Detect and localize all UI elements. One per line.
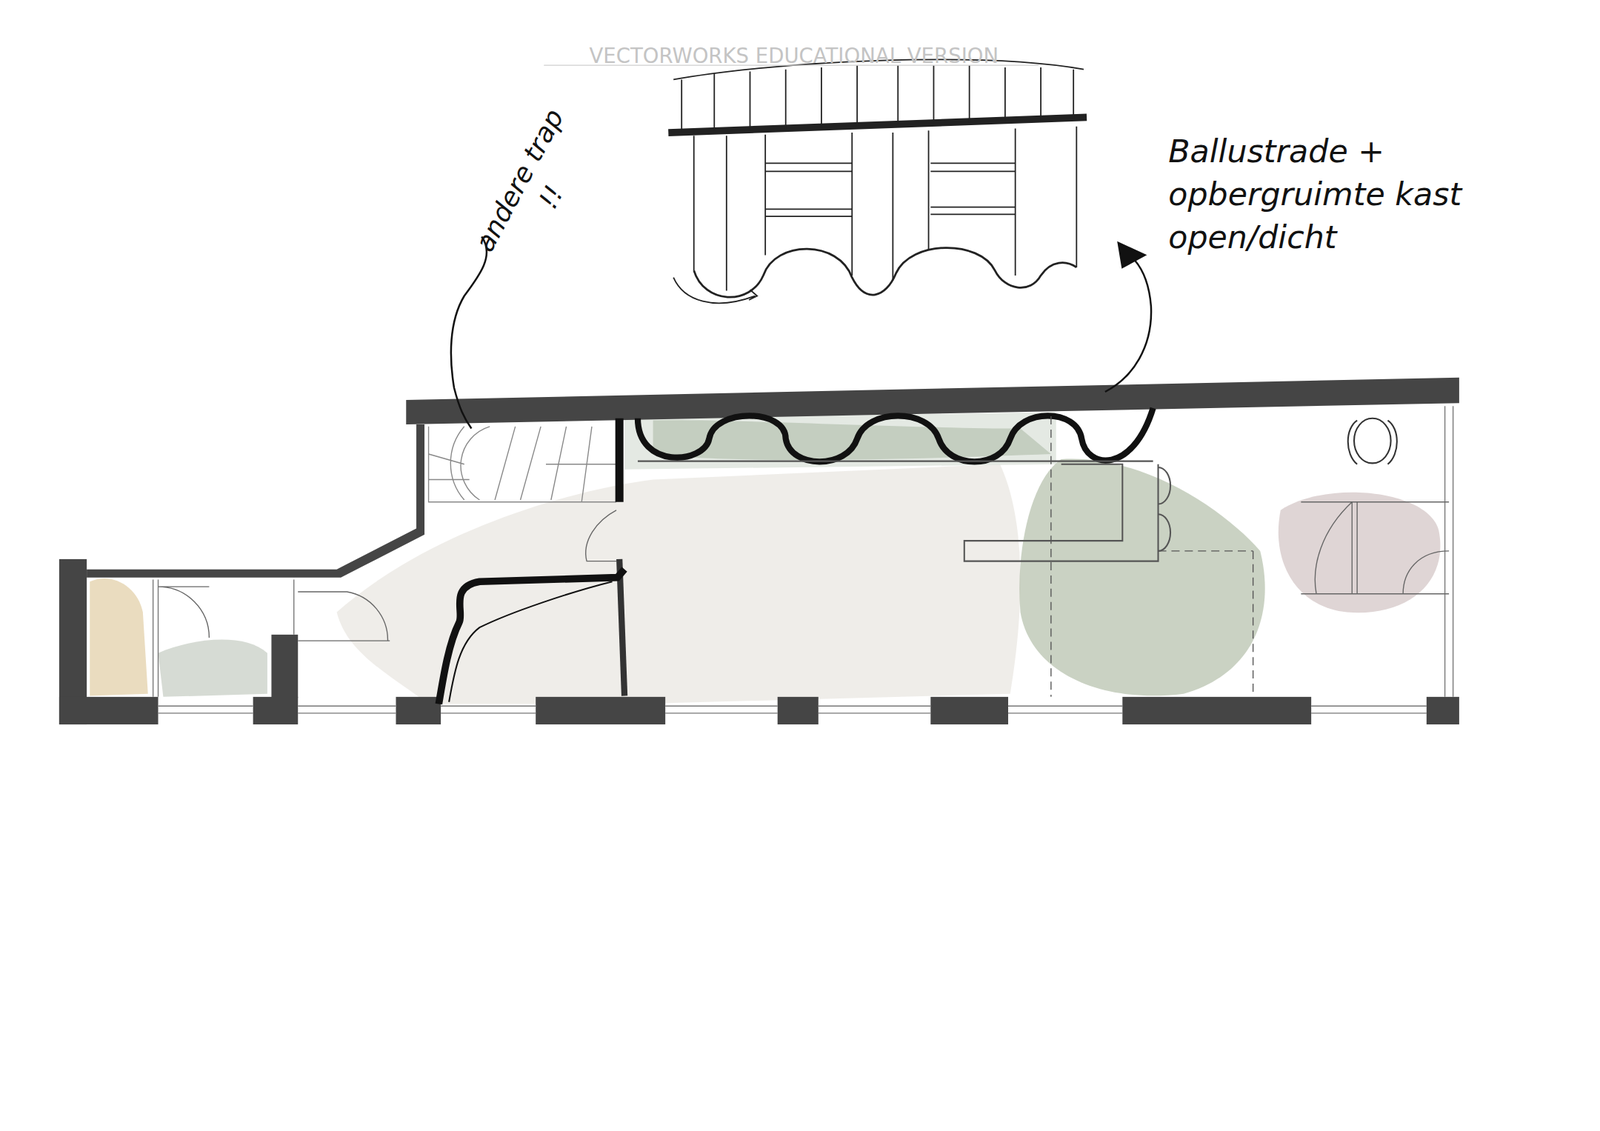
wall-pier <box>777 697 819 725</box>
wall-pier <box>1122 697 1312 725</box>
sketch-shelves <box>765 162 1015 217</box>
handwritten-note: Ballustrade + opbergruimte kast open/dic… <box>1168 130 1506 259</box>
stair <box>428 426 617 503</box>
window-lines <box>158 705 1427 714</box>
chair-symbol <box>1354 418 1392 464</box>
winding-stair <box>428 426 617 503</box>
wall-pier <box>59 697 159 725</box>
door-frames <box>153 579 295 697</box>
wall-pier <box>395 697 441 725</box>
door-swing <box>158 586 210 638</box>
wall-pier <box>253 697 299 725</box>
cabinet-outline <box>964 464 1159 562</box>
wall-pier <box>930 697 1009 725</box>
partition-wall <box>615 418 624 503</box>
wall-pier <box>535 697 666 725</box>
sketch-elements <box>438 408 1398 704</box>
handwritten-note: andere trap !! <box>463 95 609 283</box>
mauve-wash <box>1278 492 1441 613</box>
wall-pier <box>271 634 298 698</box>
leader-line <box>451 237 487 429</box>
angled-wall <box>86 424 425 578</box>
windows <box>153 405 1454 714</box>
top-wall <box>405 377 1460 425</box>
sketch-slats <box>681 65 1074 131</box>
door-swing <box>585 510 617 562</box>
sketch-arrow <box>673 277 758 304</box>
chair-symbol <box>1348 420 1398 465</box>
dashed-line <box>1051 416 1254 698</box>
leader-lines <box>451 237 1152 429</box>
sketch-rail <box>668 117 1087 133</box>
balustrade-line <box>637 460 1154 463</box>
balustrade-sketch <box>668 60 1087 304</box>
floor-wash <box>337 464 1021 705</box>
wavy-balustrade <box>637 408 1154 462</box>
wall-pier <box>1426 697 1460 725</box>
door-swing <box>1300 502 1449 595</box>
yellow-wash <box>89 578 149 697</box>
sketch-panels <box>694 126 1078 292</box>
bench-inner <box>448 581 612 703</box>
green-wash <box>1019 458 1265 696</box>
leader-arrowhead <box>1118 242 1146 268</box>
leader-line <box>1105 260 1152 392</box>
green-wash <box>158 639 268 697</box>
door-swings <box>158 502 1450 641</box>
cabinet-doors <box>1158 467 1172 552</box>
sketch-wave <box>694 248 1078 298</box>
watercolor-washes <box>89 412 1440 705</box>
bench-outline <box>438 569 625 705</box>
watermark: VECTORWORKS EDUCATIONAL VERSION <box>543 42 1044 71</box>
walls <box>59 377 1460 725</box>
door-swing <box>297 591 390 641</box>
